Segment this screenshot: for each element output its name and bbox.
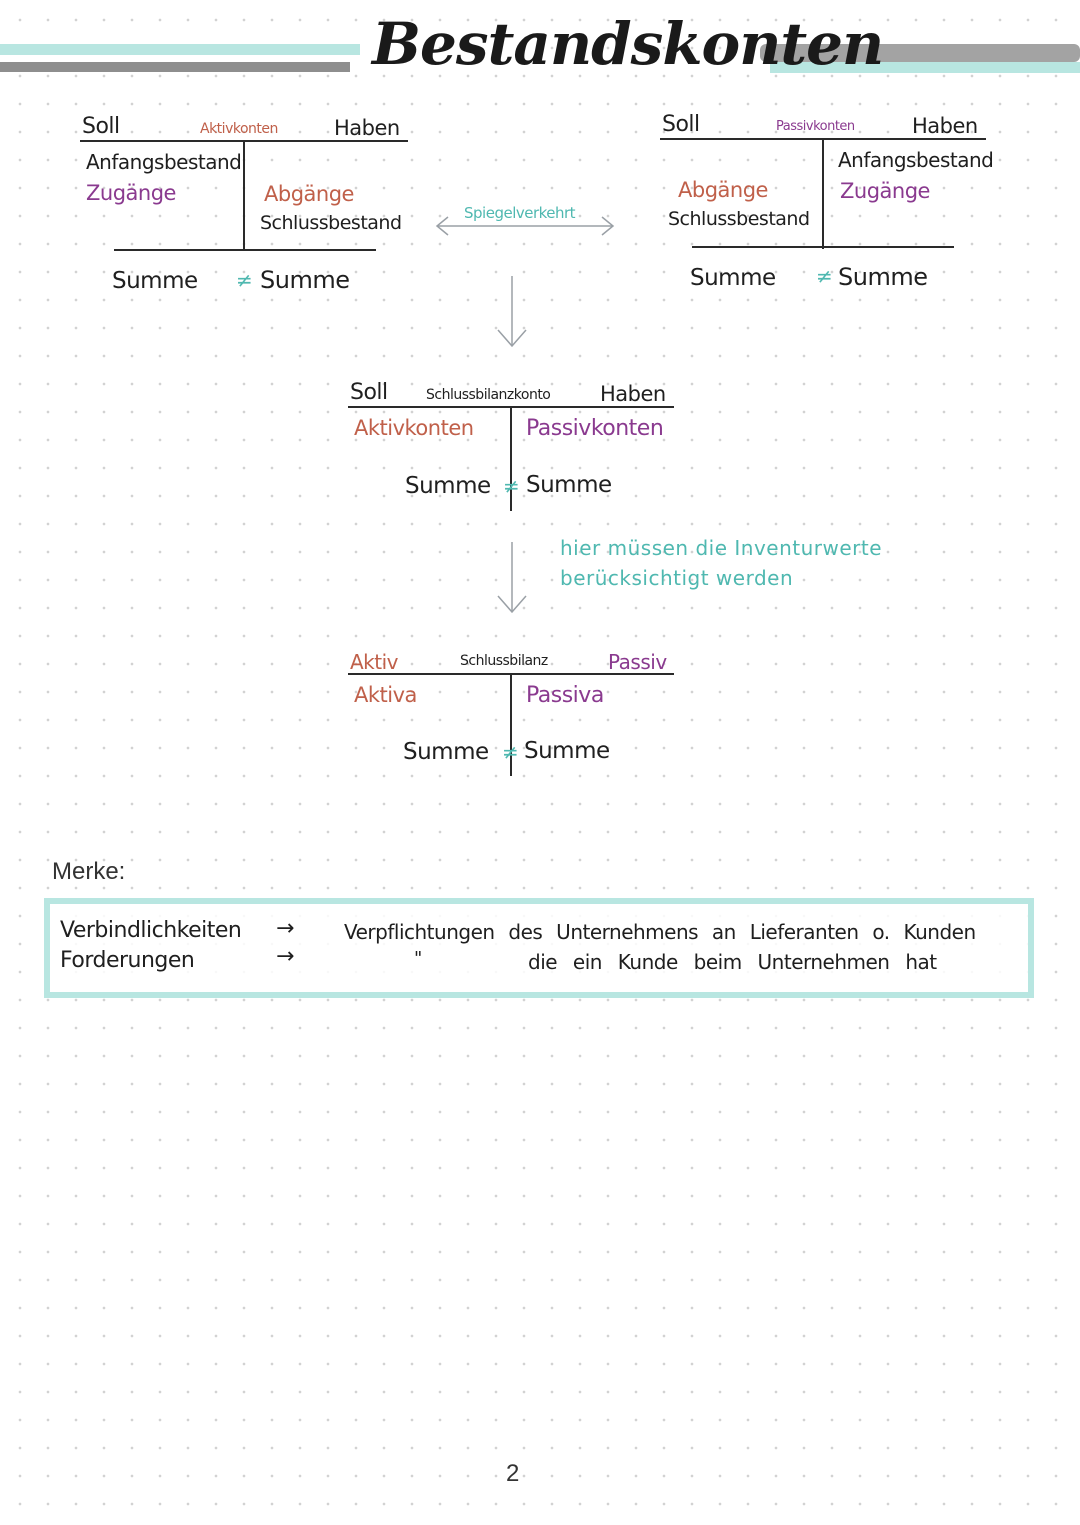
merke-arrow-1: → xyxy=(276,916,295,941)
aktivkonto-soll: Soll xyxy=(82,114,120,139)
merke-text-2: die ein Kunde beim Unternehmen hat xyxy=(528,950,937,974)
merke-box xyxy=(44,898,1034,998)
passivkonto-right-2: Zugänge xyxy=(840,179,930,203)
merke-text-1: Verpflichtungen des Unternehmens an Lief… xyxy=(344,920,976,944)
title-band-right-grey xyxy=(760,44,1080,62)
bilanz-aktiv: Aktiv xyxy=(350,650,399,674)
sbk-left: Aktivkonten xyxy=(354,416,474,440)
note-line-1: hier müssen die Inventurwerte xyxy=(560,536,883,560)
passivkonto-divider xyxy=(822,139,824,249)
bilanz-sum-left: Summe xyxy=(403,739,489,765)
bilanz-name: Schlussbilanz xyxy=(460,653,548,669)
passivkonto-sum-line xyxy=(692,246,954,248)
note-line-2: berücksichtigt werden xyxy=(560,566,794,590)
sbk-haben: Haben xyxy=(600,382,666,406)
passivkonto-left-1: Abgänge xyxy=(678,178,768,202)
page-title: Bestandskonten xyxy=(372,10,884,78)
aktivkonto-left-2: Zugänge xyxy=(86,181,176,205)
mirror-label: Spiegelverkehrt xyxy=(462,204,578,222)
sbk-right: Passivkonten xyxy=(526,416,664,441)
passivkonto-right-1: Anfangsbestand xyxy=(838,148,994,172)
aktivkonto-left-1: Anfangsbestand xyxy=(86,150,242,174)
title-band-left-teal xyxy=(0,44,360,55)
sbk-name: Schlussbilanzkonto xyxy=(426,387,551,403)
bilanz-passiv: Passiv xyxy=(608,650,667,674)
title-band-left-grey xyxy=(0,62,350,72)
merke-term-1: Verbindlichkeiten xyxy=(60,918,242,943)
passivkonto-neq-sign: ≠ xyxy=(816,264,833,288)
passivkonto-haben: Haben xyxy=(912,114,978,138)
passivkonto-name: Passivkonten xyxy=(776,119,855,134)
double-arrow-icon xyxy=(435,216,615,236)
bilanz-neq-sign: ≠ xyxy=(502,740,519,764)
sbk-soll: Soll xyxy=(350,380,388,405)
merke-ditto-2: " xyxy=(414,948,423,969)
down-arrow-icon xyxy=(497,276,527,348)
merke-arrow-2: → xyxy=(276,944,295,969)
bilanz-sum-right: Summe xyxy=(524,738,610,764)
sbk-sum-left: Summe xyxy=(405,473,491,499)
bilanz-left: Aktiva xyxy=(354,683,417,707)
aktivkonto-name: Aktivkonten xyxy=(200,121,278,137)
sbk-sum-right: Summe xyxy=(526,472,612,498)
aktivkonto-sum-line xyxy=(114,249,376,251)
title-band-right-teal xyxy=(770,62,1080,73)
aktivkonto-sum-right: Summe xyxy=(260,266,350,294)
aktivkonto-right-1: Abgänge xyxy=(264,182,354,206)
bilanz-divider xyxy=(510,674,512,776)
aktivkonto-neq-sign: ≠ xyxy=(236,268,253,292)
aktivkonto-sum-left: Summe xyxy=(112,268,198,294)
passivkonto-left-2: Schlussbestand xyxy=(668,208,810,230)
aktivkonto-right-2: Schlussbestand xyxy=(260,212,402,234)
passivkonto-sum-right: Summe xyxy=(838,263,928,291)
passivkonto-soll: Soll xyxy=(662,112,700,137)
aktivkonto-haben: Haben xyxy=(334,116,400,140)
bilanz-right: Passiva xyxy=(526,683,604,708)
down-arrow-icon xyxy=(497,542,527,614)
aktivkonto-divider xyxy=(243,141,245,251)
merke-term-2: Forderungen xyxy=(60,948,195,973)
page-number: 2 xyxy=(506,1460,520,1487)
sbk-divider xyxy=(510,407,512,511)
merke-heading: Merke: xyxy=(52,858,126,885)
sbk-neq-sign: ≠ xyxy=(503,474,520,498)
passivkonto-sum-left: Summe xyxy=(690,265,776,291)
